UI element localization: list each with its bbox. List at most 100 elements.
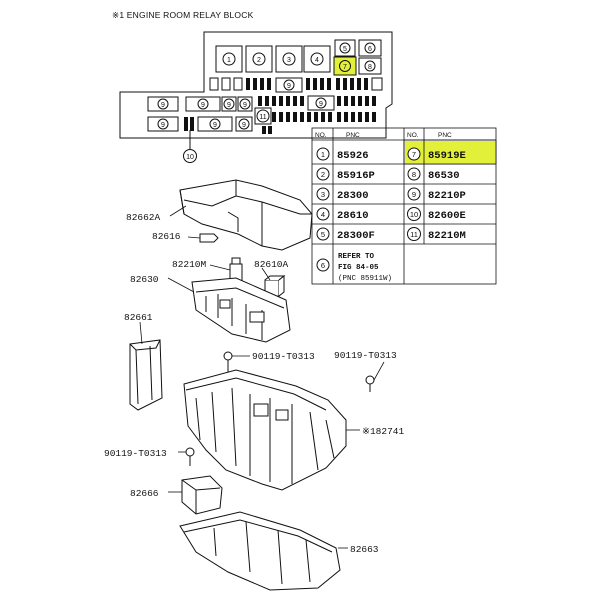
table-row-2: 2 85916P xyxy=(316,167,375,182)
pnc-table-left-column: 1 85926 2 85916P 3 28300 4 28610 5 2 xyxy=(316,147,392,283)
pnc-table-headers: NO. PNC NO. PNC xyxy=(315,132,452,139)
relay-slot-6: 6 xyxy=(358,39,382,57)
label-82610a: 82610A xyxy=(254,259,289,270)
relay-slot-9-a: 9 xyxy=(275,77,303,93)
svg-text:10: 10 xyxy=(410,210,418,219)
relay-slot-1: 1 xyxy=(215,45,243,73)
relay-label-7: 7 xyxy=(343,64,347,71)
svg-text:5: 5 xyxy=(321,230,325,239)
relay-label-3: 3 xyxy=(287,57,291,64)
relay-slot-9-i: 9 xyxy=(235,116,253,132)
label-82661: 82661 xyxy=(124,312,153,323)
table-row-11: 11 82210M xyxy=(407,227,466,242)
relay-block-top-view xyxy=(119,31,393,139)
svg-text:8: 8 xyxy=(412,170,416,179)
relay-row-2: 9 xyxy=(275,77,303,93)
table-row-9: 9 82210P xyxy=(407,187,466,202)
svg-text:85916P: 85916P xyxy=(337,170,375,182)
table-row-4: 4 28610 xyxy=(316,207,369,222)
svg-text:28300: 28300 xyxy=(337,190,369,202)
relay-slot-9-c: 9 xyxy=(185,96,221,112)
label-82616: 82616 xyxy=(152,231,181,242)
svg-text:9: 9 xyxy=(412,190,416,199)
relay-block-cover-drawing xyxy=(179,179,313,251)
fuse-row-2 xyxy=(258,96,376,106)
fuse-column-left xyxy=(184,117,272,134)
table-row-6: 6 REFER TO FIG 84-05 (PNC 85911W) xyxy=(316,253,392,283)
label-90119-c: 90119-T0313 xyxy=(104,448,167,459)
svg-text:82600E: 82600E xyxy=(428,210,466,222)
relay-label-8: 8 xyxy=(368,64,372,71)
relay-label-9-e: 9 xyxy=(243,102,247,109)
relay-slot-11: 11 xyxy=(254,107,272,125)
relay-row-4: 9 9 9 11 xyxy=(147,107,272,134)
leader-lines xyxy=(139,205,385,549)
label-82741: ※182741 xyxy=(362,426,404,437)
label-82666: 82666 xyxy=(130,488,159,499)
svg-text:7: 7 xyxy=(412,150,416,159)
relay-slot-8: 8 xyxy=(358,57,382,75)
callout-10: 10 xyxy=(183,130,197,163)
relay-slot-9-f: 9 xyxy=(307,95,335,111)
right-pnc-header: PNC xyxy=(438,132,452,139)
svg-text:REFER TO: REFER TO xyxy=(338,253,375,261)
svg-text:85926: 85926 xyxy=(337,150,369,162)
relay-slot-9-e: 9 xyxy=(237,96,253,112)
clip-82616-drawing xyxy=(199,233,219,243)
svg-text:1: 1 xyxy=(321,150,325,159)
svg-text:82210M: 82210M xyxy=(428,230,466,242)
relay-label-2: 2 xyxy=(257,57,261,64)
right-no-header: NO. xyxy=(407,132,419,139)
relay-label-9-i: 9 xyxy=(242,122,246,129)
relay-label-5: 5 xyxy=(343,46,347,53)
relay-label-9-g: 9 xyxy=(161,122,165,129)
pnc-table-right-column: 7 85919E 8 86530 9 82210P 10 82600E 11 xyxy=(407,147,466,242)
relay-slot-9-b: 9 xyxy=(147,96,179,112)
label-82210m: 82210M xyxy=(172,259,207,270)
relay-slot-2: 2 xyxy=(245,45,273,73)
callout-label-10: 10 xyxy=(186,154,194,161)
svg-text:FIG 84-05: FIG 84-05 xyxy=(338,264,379,272)
svg-text:(PNC 85911W): (PNC 85911W) xyxy=(338,275,392,283)
bolt-90119-c-drawing xyxy=(185,447,195,466)
relay-row-3: 9 9 9 9 9 xyxy=(147,95,335,112)
relay-block-outline xyxy=(119,31,393,139)
relay-slot-9-g: 9 xyxy=(147,116,179,132)
relay-label-1: 1 xyxy=(227,57,231,64)
pnc-highlight-row xyxy=(405,141,496,164)
svg-text:2: 2 xyxy=(321,170,325,179)
main-box-82741-drawing xyxy=(183,369,347,491)
lower-case-82663-drawing xyxy=(179,511,341,591)
label-90119-a: 90119-T0313 xyxy=(252,351,315,362)
left-no-header: NO. xyxy=(315,132,327,139)
relay-slot-7-highlighted: 7 xyxy=(333,56,357,76)
pnc-table-gridlines-overlay xyxy=(403,139,497,165)
label-82663: 82663 xyxy=(350,544,379,555)
label-82630: 82630 xyxy=(130,274,159,285)
relay-label-6: 6 xyxy=(368,46,372,53)
part-labels: 82662A 82616 82210M 82610A 82630 82661 9… xyxy=(104,212,404,555)
fuse-row-1 xyxy=(209,77,383,91)
table-row-5: 5 28300F xyxy=(316,227,375,242)
upper-housing-82630-drawing xyxy=(191,277,291,343)
svg-text:3: 3 xyxy=(321,190,325,199)
side-cover-82661-drawing xyxy=(129,339,163,411)
relay-label-9-f: 9 xyxy=(319,101,323,108)
bolt-90119-b-drawing xyxy=(365,375,375,392)
svg-text:4: 4 xyxy=(321,210,325,219)
svg-text:28300F: 28300F xyxy=(337,230,375,242)
table-row-7: 7 85919E xyxy=(407,147,466,162)
relay-slot-9-h: 9 xyxy=(197,116,233,132)
relay-label-9-a: 9 xyxy=(287,83,291,90)
small-relay-group: 5 6 7 8 xyxy=(333,39,382,76)
label-82662a: 82662A xyxy=(126,212,161,223)
relay-label-9-d: 9 xyxy=(227,102,231,109)
svg-text:6: 6 xyxy=(321,261,325,270)
svg-text:85919E: 85919E xyxy=(428,150,466,162)
svg-text:28610: 28610 xyxy=(337,210,369,222)
left-pnc-header: PNC xyxy=(346,132,360,139)
svg-text:86530: 86530 xyxy=(428,170,460,182)
relay-label-4: 4 xyxy=(315,57,319,64)
